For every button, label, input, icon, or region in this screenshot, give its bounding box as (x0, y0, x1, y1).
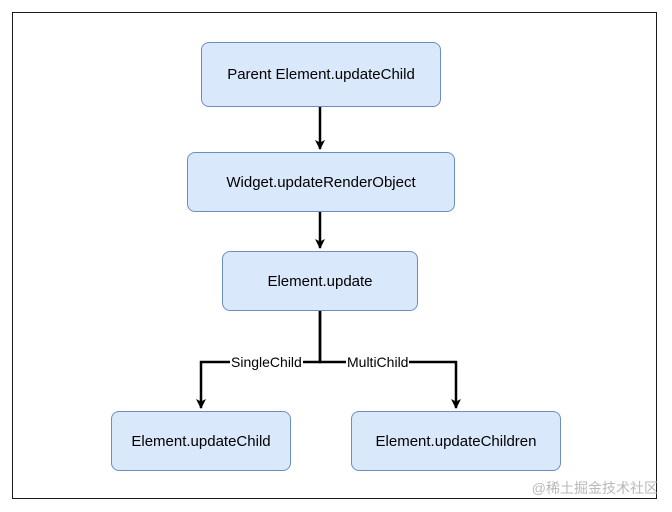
node-element-updatechildren: Element.updateChildren (351, 411, 561, 471)
edge-label-singlechild: SingleChild (230, 354, 303, 370)
node-element-updatechild: Element.updateChild (111, 411, 291, 471)
node-label: Parent Element.updateChild (227, 66, 415, 83)
node-parent-element-updatechild: Parent Element.updateChild (201, 42, 441, 107)
node-label: Element.updateChild (131, 432, 271, 450)
node-label: Element.update (267, 272, 373, 290)
node-label: Element.updateChildren (375, 432, 537, 450)
watermark: @稀土掘金技术社区 (531, 480, 658, 496)
edge-label-multichild: MultiChild (346, 354, 410, 370)
node-widget-updaterenderobject: Widget.updateRenderObject (187, 152, 455, 212)
node-element-update: Element.update (222, 251, 418, 311)
node-label: Widget.updateRenderObject (226, 173, 416, 191)
